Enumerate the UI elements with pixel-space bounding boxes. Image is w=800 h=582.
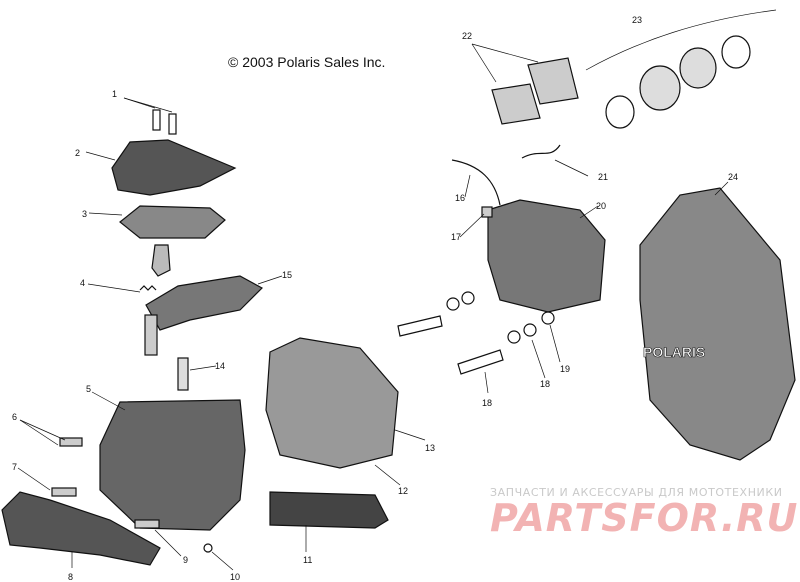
callout-label: 3 xyxy=(82,209,87,219)
screw-9-part xyxy=(134,519,160,529)
brake-line-part xyxy=(451,159,501,206)
callout-label: 11 xyxy=(303,555,312,565)
washer-part xyxy=(446,297,460,311)
callout-label: 1 xyxy=(112,89,117,99)
bolt-part xyxy=(397,315,443,337)
callout-label: 12 xyxy=(398,486,408,496)
sleeve-part xyxy=(269,491,389,529)
callout-label: 24 xyxy=(728,172,738,182)
callout-label: 20 xyxy=(596,201,606,211)
pivot-part xyxy=(144,314,158,356)
callout-label: 23 xyxy=(632,15,642,25)
washer-part xyxy=(507,330,521,344)
bleeder-part xyxy=(481,206,493,218)
callout-label: 21 xyxy=(598,172,608,182)
callout-label: 18 xyxy=(540,379,550,389)
washer-part xyxy=(461,291,475,305)
washer-part xyxy=(541,311,555,325)
cover-part xyxy=(111,139,237,196)
bolt-part xyxy=(457,349,504,375)
chaincase-cover xyxy=(639,187,796,461)
watermark-caption: ЗАПЧАСТИ И АКСЕССУАРЫ ДЛЯ МОТОТЕХНИКИ xyxy=(490,486,783,499)
callout-label: 17 xyxy=(451,232,461,242)
screw-7-part xyxy=(51,487,77,497)
copyright-notice: © 2003 Polaris Sales Inc. xyxy=(228,54,386,70)
brake-pad-part xyxy=(491,83,541,125)
callout-label: 15 xyxy=(282,270,292,280)
callout-label: 18 xyxy=(482,398,492,408)
clip-part xyxy=(203,543,213,553)
spring-clip-part xyxy=(521,144,561,159)
piston-part xyxy=(151,244,171,277)
brake-pad-part xyxy=(527,57,579,105)
callout-label: 16 xyxy=(455,193,465,203)
callout-label: 22 xyxy=(462,31,472,41)
callout-label: 9 xyxy=(183,555,188,565)
callout-label: 7 xyxy=(12,462,17,472)
master-cylinder-body xyxy=(99,399,246,531)
reservoir-cover xyxy=(265,337,399,469)
callout-label: 5 xyxy=(86,384,91,394)
callout-label: 19 xyxy=(560,364,570,374)
callout-label: 13 xyxy=(425,443,435,453)
seal-part xyxy=(721,35,751,69)
seal-part xyxy=(605,95,635,129)
callout-label: 2 xyxy=(75,148,80,158)
caliper-part xyxy=(487,199,606,313)
callout-label: 4 xyxy=(80,278,85,288)
pin-part xyxy=(177,357,189,391)
screw-6-part xyxy=(59,437,83,447)
cover-logo: POLARIS xyxy=(643,344,705,360)
callout-label: 8 xyxy=(68,572,73,582)
callout-label: 6 xyxy=(12,412,17,422)
spring-part xyxy=(139,285,157,291)
diaphragm-part xyxy=(119,205,226,239)
lever-arm-part xyxy=(145,275,263,331)
hand-lever-part xyxy=(1,491,161,566)
callout-label: 14 xyxy=(215,361,225,371)
piston-cup-part xyxy=(679,47,717,89)
callout-label: 10 xyxy=(230,572,240,582)
watermark-brand: PARTSFOR.RU xyxy=(490,496,799,540)
piston-cup-part xyxy=(639,65,681,111)
screws-part xyxy=(152,109,177,135)
washer-part xyxy=(523,323,537,337)
